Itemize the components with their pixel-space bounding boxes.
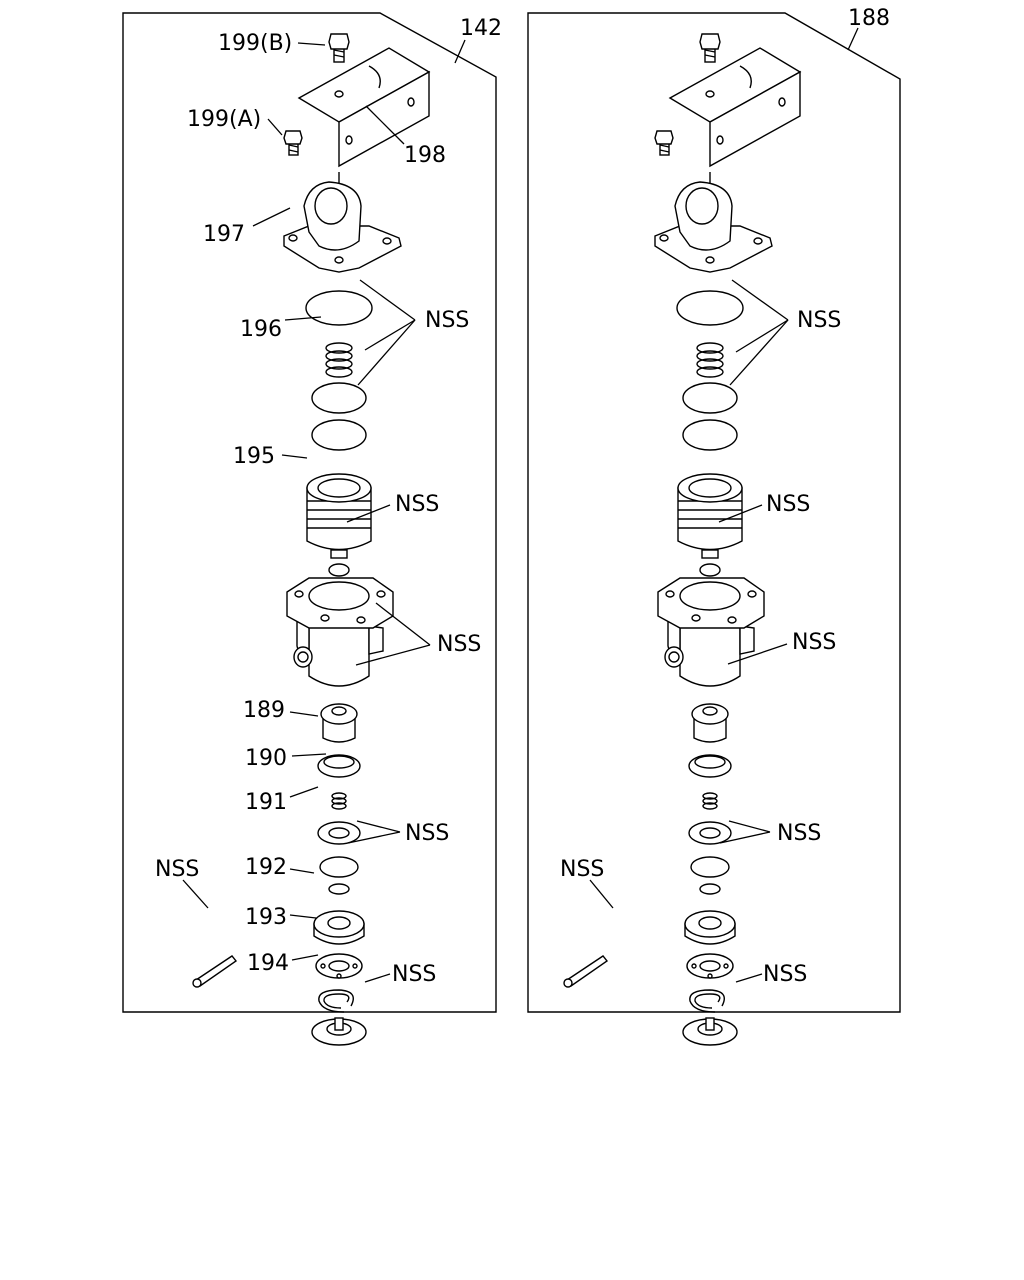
label-nss-disc: NSS <box>395 492 439 517</box>
label-nss-body: NSS <box>437 632 481 657</box>
panel-right: 188 NSS NSS NSS NSS NSS NSS <box>527 6 901 1046</box>
label-193: 193 <box>245 905 287 930</box>
label-198: 198 <box>404 143 446 168</box>
label-nss-plug: NSS <box>392 962 436 987</box>
panel-left-ref: 142 <box>460 16 502 41</box>
right-label-nss-disc: NSS <box>766 492 810 517</box>
label-191: 191 <box>245 790 287 815</box>
label-195: 195 <box>233 444 275 469</box>
panel-left-frame <box>122 12 497 1013</box>
right-label-nss-rings: NSS <box>797 308 841 333</box>
label-194: 194 <box>247 951 289 976</box>
label-192: 192 <box>245 855 287 880</box>
label-197: 197 <box>203 222 245 247</box>
right-parts-stack <box>563 33 801 1046</box>
panel-right-frame <box>527 12 901 1013</box>
right-label-nss-pin: NSS <box>560 857 604 882</box>
left-parts-stack <box>192 33 430 1046</box>
label-189: 189 <box>243 698 285 723</box>
right-label-nss-plug: NSS <box>763 962 807 987</box>
panel-right-ref: 188 <box>848 6 890 31</box>
label-nss-washers: NSS <box>405 821 449 846</box>
label-190: 190 <box>245 746 287 771</box>
label-199a: 199(A) <box>187 107 261 132</box>
right-label-nss-body: NSS <box>792 630 836 655</box>
label-196: 196 <box>240 317 282 342</box>
label-nss-pin: NSS <box>155 857 199 882</box>
label-nss-rings: NSS <box>425 308 469 333</box>
right-label-nss-washers: NSS <box>777 821 821 846</box>
label-199b: 199(B) <box>218 31 292 56</box>
panel-left: 142 199(B) 199(A) 198 197 196 195 189 19 <box>122 12 502 1046</box>
